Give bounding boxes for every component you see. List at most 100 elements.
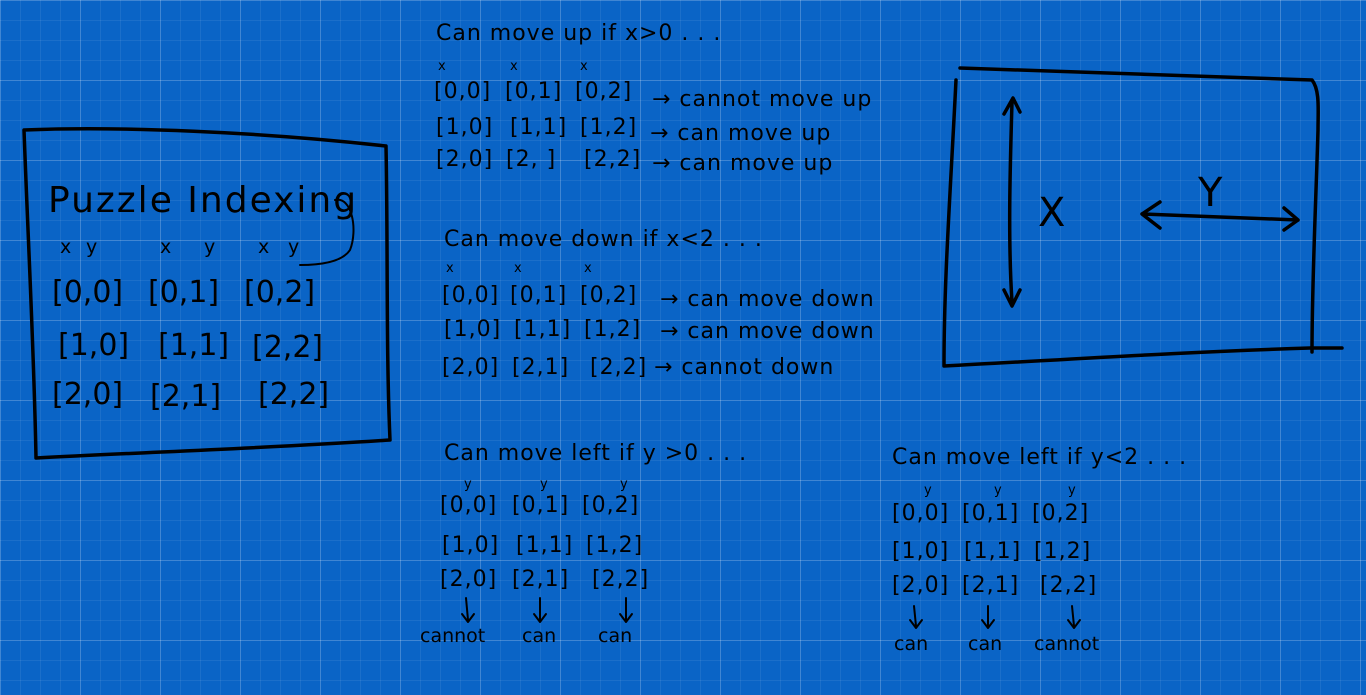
y-mark: y [924, 483, 932, 498]
y-mark: y [540, 477, 548, 492]
y-axis-arrow [1140, 200, 1300, 232]
grid-cell: [0,2] [580, 283, 637, 308]
grid-cell: [2,1] [962, 573, 1019, 598]
result-text: → can move down [660, 287, 875, 312]
puzzle-cell: [1,0] [58, 328, 129, 363]
move-up-section: Can move up if x>0 . . . x x x [0,0] [0,… [434, 21, 872, 176]
grid-cell: [0,0] [440, 493, 497, 518]
puzzle-cell: [0,2] [244, 275, 315, 310]
y-mark: y [994, 483, 1002, 498]
x-mark: x [510, 59, 518, 74]
grid-cell: [0,1] [510, 283, 567, 308]
grid-cell: [1,2] [584, 317, 641, 342]
grid-cell: [1,0] [444, 317, 501, 342]
grid-cell: [2, ] [506, 147, 556, 172]
result-text: → cannot move up [652, 87, 872, 112]
axes-box: X Y [942, 66, 1344, 368]
result-text: → can move up [652, 151, 833, 176]
x-mark: x [514, 261, 522, 276]
x-mark: x [580, 59, 588, 74]
puzzle-cell: [0,0] [52, 275, 123, 310]
grid-cell: [0,0] [442, 283, 499, 308]
result-text: → cannot down [654, 355, 834, 380]
grid-cell: [0,1] [512, 493, 569, 518]
y-mark: y [620, 477, 628, 492]
grid-cell: [0,0] [892, 501, 949, 526]
grid-cell: [1,1] [514, 317, 571, 342]
puzzle-cell: [2,1] [150, 379, 221, 414]
grid-cell: [0,1] [505, 79, 562, 104]
result-text: cannot [1034, 633, 1099, 655]
grid-cell: [2,0] [436, 147, 493, 172]
grid-cell: [1,0] [442, 533, 499, 558]
move-up-title: Can move up if x>0 . . . [436, 21, 721, 46]
result-text: can [968, 633, 1002, 655]
x-axis-label: X [1038, 190, 1065, 236]
puzzle-title: Puzzle Indexing [48, 180, 358, 221]
down-arrow [533, 597, 547, 623]
puzzle-cell: [1,1] [158, 328, 229, 363]
header-y-1: y [86, 236, 97, 258]
grid-cell: [1,0] [892, 539, 949, 564]
move-right-section: Can move left if y<2 . . . y y y [0,0] [… [892, 445, 1187, 655]
grid-cell: [1,1] [964, 539, 1021, 564]
grid-cell: [2,1] [512, 567, 569, 592]
header-y-3: y [288, 236, 299, 258]
puzzle-cell: [2,2] [252, 330, 323, 365]
puzzle-cell: [0,1] [148, 275, 219, 310]
puzzle-cell: [2,0] [52, 377, 123, 412]
header-x-3: x [258, 236, 269, 258]
move-left-section: Can move left if y >0 . . . y y y [0,0] … [420, 441, 747, 647]
result-text: → can move down [660, 319, 875, 344]
result-text: can [894, 633, 928, 655]
grid-cell: [0,1] [962, 501, 1019, 526]
grid-cell: [1,2] [586, 533, 643, 558]
down-arrow [619, 597, 633, 623]
grid-cell: [2,1] [512, 355, 569, 380]
move-right-title: Can move left if y<2 . . . [892, 445, 1187, 470]
grid-cell: [0,2] [575, 79, 632, 104]
grid-cell: [0,0] [434, 79, 491, 104]
puzzle-indexing-box: Puzzle Indexing x y x y x y [0,0] [0,1] … [22, 127, 392, 460]
grid-cell: [0,2] [582, 493, 639, 518]
puzzle-headers: x y x y x y [60, 236, 299, 258]
grid-cell: [1,1] [516, 533, 573, 558]
puzzle-cell: [2,2] [258, 377, 329, 412]
move-down-section: Can move down if x<2 . . . x x x [0,0] [… [442, 227, 875, 380]
grid-cell: [1,2] [580, 115, 637, 140]
grid-cell: [1,0] [436, 115, 493, 140]
grid-cell: [2,0] [442, 355, 499, 380]
x-mark: x [446, 261, 454, 276]
x-mark: x [438, 59, 446, 74]
result-text: cannot [420, 625, 485, 647]
grid-cell: [2,2] [584, 147, 641, 172]
axes-box-border [942, 66, 1344, 368]
result-text: can [598, 625, 632, 647]
y-mark: y [1068, 483, 1076, 498]
puzzle-grid: [0,0] [0,1] [0,2] [1,0] [1,1] [2,2] [2,0… [52, 275, 329, 414]
down-arrow [461, 597, 475, 623]
result-text: can [522, 625, 556, 647]
grid-cell: [2,0] [440, 567, 497, 592]
grid-cell: [2,0] [892, 573, 949, 598]
x-axis-arrow [1002, 96, 1022, 308]
move-down-title: Can move down if x<2 . . . [444, 227, 763, 252]
grid-cell: [2,2] [1040, 573, 1097, 598]
title-curl [299, 198, 355, 266]
grid-cell: [2,2] [590, 355, 647, 380]
grid-cell: [2,2] [592, 567, 649, 592]
result-text: → can move up [650, 121, 831, 146]
header-x-1: x [60, 236, 71, 258]
down-arrow [981, 605, 995, 629]
header-y-2: y [204, 236, 215, 258]
grid-cell: [1,2] [1034, 539, 1091, 564]
y-mark: y [464, 477, 472, 492]
puzzle-box-border [22, 127, 392, 460]
header-x-2: x [160, 236, 171, 258]
down-arrow [1067, 605, 1081, 629]
grid-cell: [0,2] [1032, 501, 1089, 526]
down-arrow [909, 605, 923, 629]
y-axis-label: Y [1197, 170, 1223, 216]
move-left-title: Can move left if y >0 . . . [444, 441, 747, 466]
